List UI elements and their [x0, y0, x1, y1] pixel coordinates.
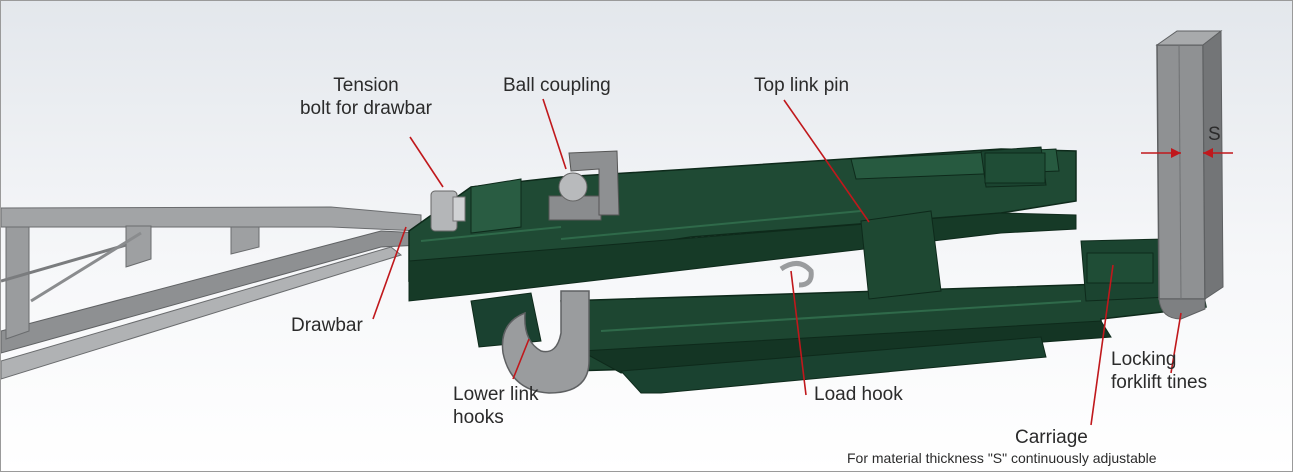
leader-carriage	[1090, 264, 1114, 426]
leader-lower-link-hooks	[512, 338, 530, 380]
label-s-dimension: S	[1208, 124, 1221, 145]
leader-drawbar	[372, 226, 407, 320]
label-locking-tines: Locking forklift tines	[1111, 349, 1208, 393]
label-carriage: Carriage	[1015, 427, 1088, 448]
forklift-tines-part	[1155, 29, 1224, 320]
leader-load-hook	[790, 270, 807, 396]
carriage-part	[984, 152, 1154, 284]
tension-bolt-part	[430, 190, 466, 232]
leader-lines	[372, 98, 1182, 426]
leader-ball-coupling	[542, 98, 567, 170]
drawbar-frame	[1, 206, 422, 380]
ball-coupling-part	[548, 150, 620, 221]
label-ball-coupling: Ball coupling	[503, 75, 611, 96]
label-drawbar: Drawbar	[291, 315, 363, 336]
load-hook-part	[779, 261, 814, 288]
leader-locking-tines	[1170, 312, 1182, 374]
leader-tension-bolt	[409, 136, 444, 188]
lower-link-hook-part	[501, 290, 590, 394]
label-tension-bolt: Tension bolt for drawbar	[299, 75, 432, 119]
label-load-hook: Load hook	[814, 384, 903, 405]
label-carriage-note: For material thickness "S" continuously …	[847, 450, 1157, 466]
s-dimension-marker	[1141, 148, 1233, 158]
leader-top-link-pin	[783, 99, 870, 223]
label-lower-link-hooks: Lower link hooks	[453, 384, 539, 428]
label-top-link-pin: Top link pin	[754, 75, 850, 96]
